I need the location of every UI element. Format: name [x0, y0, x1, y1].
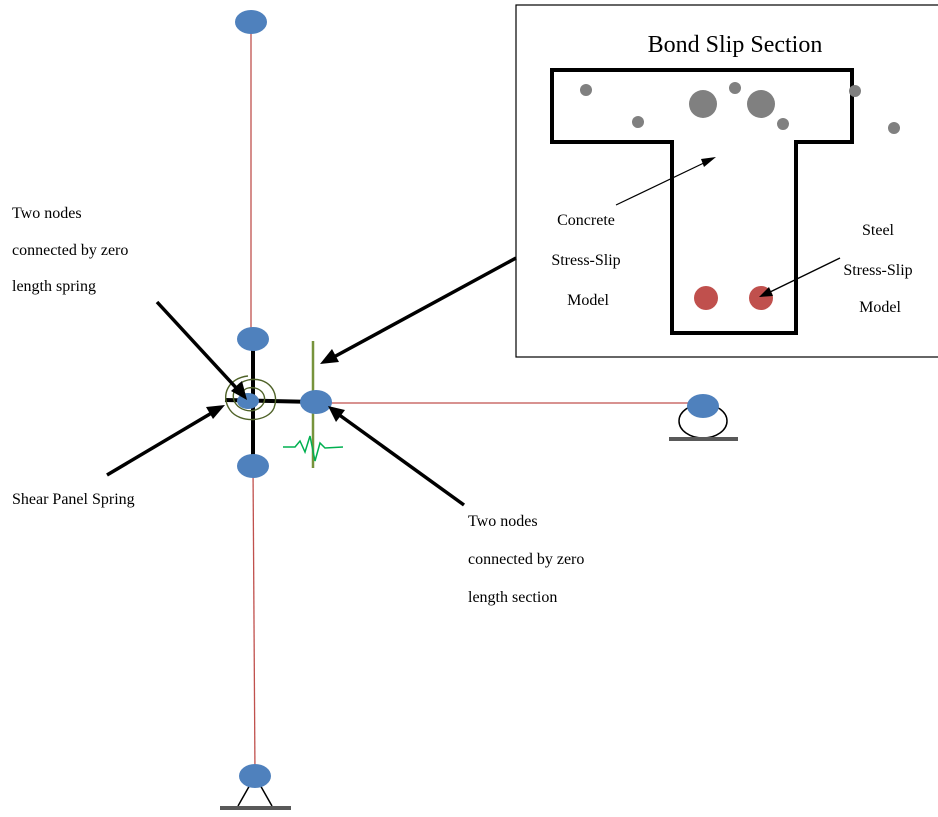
node-beam-right [687, 394, 719, 418]
arrows [106, 157, 841, 507]
concrete-label: Concrete Stress-Slip Model [551, 212, 624, 309]
node-column-lower [237, 454, 269, 478]
zero-length-spring-label: Two nodes connected by zero length sprin… [12, 205, 132, 295]
node-bottom [239, 764, 271, 788]
column-bottom-element [252, 465, 256, 777]
node-column-upper [237, 327, 269, 351]
shear-panel-label: Shear Panel Spring [12, 491, 135, 508]
aggregate-particles [580, 82, 900, 134]
slip-wave-icon [283, 435, 344, 462]
node-beam-end [300, 390, 332, 414]
zero-length-section-label: Two nodes connected by zero length secti… [468, 513, 588, 606]
steel-label: Steel Stress-Slip Model [843, 222, 916, 316]
inset-box [515, 4, 938, 358]
inset-title: Bond Slip Section [648, 32, 823, 58]
node-top [235, 10, 267, 34]
